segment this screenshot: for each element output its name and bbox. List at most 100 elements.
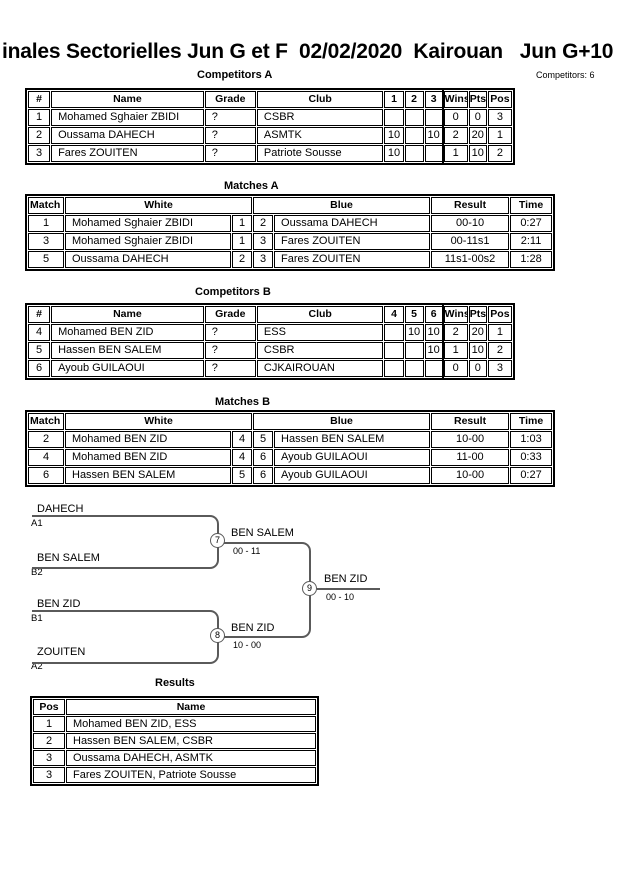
wins-cell: 2 (443, 127, 468, 144)
bracket-competitor-name: DAHECH (37, 503, 84, 515)
result-cell: 00-11s1 (431, 233, 510, 250)
score-cell (404, 127, 424, 144)
col-header: Result (431, 197, 510, 214)
bracket-match-number: 9 (302, 581, 317, 596)
matches-b-heading: Matches B (215, 396, 271, 408)
wins-cell: 1 (443, 342, 468, 359)
bracket-match-score: 00 - 10 (326, 592, 355, 602)
blue-name: Fares ZOUITEN (274, 251, 431, 268)
competitor-number: 1 (28, 109, 51, 126)
competitor-name: Hassen BEN SALEM (51, 342, 204, 359)
score-cell: 10 (424, 127, 443, 144)
col-header: Pos (487, 306, 512, 323)
time-cell: 2:11 (510, 233, 553, 250)
pos-cell: 2 (487, 342, 512, 359)
pts-cell: 20 (468, 324, 487, 341)
score-cell (404, 342, 424, 359)
blue-seed: 5 (253, 431, 274, 448)
score-cell: 10 (424, 324, 443, 341)
blue-name: Oussama DAHECH (274, 215, 431, 232)
competitor-row: 5 Hassen BEN SALEM ? CSBR 10 1 10 2 (28, 342, 512, 359)
col-header: Name (66, 699, 316, 715)
result-row: 2 Hassen BEN SALEM, CSBR (33, 733, 316, 749)
score-cell (424, 145, 443, 162)
wins-cell: 0 (443, 109, 468, 126)
competitor-club: CJKAIROUAN (256, 360, 384, 377)
wins-cell: 1 (443, 145, 468, 162)
match-number: 5 (28, 251, 64, 268)
col-header: 5 (404, 306, 424, 323)
pts-cell: 0 (468, 109, 487, 126)
competitor-row: 4 Mohamed BEN ZID ? ESS 10 10 2 20 1 (28, 324, 512, 341)
white-seed: 2 (232, 251, 253, 268)
result-cell: 11s1-00s2 (431, 251, 510, 268)
blue-seed: 3 (253, 233, 274, 250)
col-header: Pos (33, 699, 65, 715)
time-cell: 0:27 (510, 467, 553, 484)
competitor-name: Mohamed Sghaier ZBIDI (51, 109, 204, 126)
match-row: 6 Hassen BEN SALEM 5 6 Ayoub GUILAOUI 10… (28, 467, 553, 484)
col-header: 3 (424, 91, 443, 108)
competitor-name: Oussama DAHECH (51, 127, 204, 144)
pts-cell: 0 (468, 360, 487, 377)
col-header: Grade (204, 306, 256, 323)
competitor-number: 3 (28, 145, 51, 162)
blue-seed: 3 (253, 251, 274, 268)
score-cell (384, 342, 404, 359)
match-number: 3 (28, 233, 64, 250)
result-name: Fares ZOUITEN, Patriote Sousse (66, 767, 316, 783)
competitor-grade: ? (204, 360, 256, 377)
competitors-a-heading: Competitors A (197, 69, 273, 81)
time-cell: 1:28 (510, 251, 553, 268)
col-header: 4 (384, 306, 404, 323)
match-number: 6 (28, 467, 64, 484)
header-row: Match White Blue Result Time (28, 413, 553, 430)
results-heading: Results (155, 677, 195, 689)
matches-b-grid: Match White Blue Result Time 2 Mohamed B… (25, 410, 556, 487)
competitor-club: ASMTK (256, 127, 384, 144)
col-header: Grade (204, 91, 256, 108)
pos-cell: 2 (487, 145, 512, 162)
white-seed: 1 (232, 215, 253, 232)
white-seed: 5 (232, 467, 253, 484)
col-header: Pts (468, 306, 487, 323)
wins-cell: 0 (443, 360, 468, 377)
wins-cell: 2 (443, 324, 468, 341)
score-cell (384, 324, 404, 341)
white-seed: 4 (232, 449, 253, 466)
col-header: Result (431, 413, 510, 430)
score-cell (384, 109, 404, 126)
competitor-name: Ayoub GUILAOUI (51, 360, 204, 377)
match-row: 4 Mohamed BEN ZID 4 6 Ayoub GUILAOUI 11-… (28, 449, 553, 466)
col-header: 2 (404, 91, 424, 108)
score-cell (424, 360, 443, 377)
result-row: 1 Mohamed BEN ZID, ESS (33, 716, 316, 732)
match-row: 2 Mohamed BEN ZID 4 5 Hassen BEN SALEM 1… (28, 431, 553, 448)
pts-cell: 20 (468, 127, 487, 144)
competitors-b-grid: # Name Grade Club 4 5 6 Wins Pts Pos 4 M… (25, 303, 515, 380)
wins-divider-line (442, 303, 444, 380)
bracket-match-score: 00 - 11 (233, 546, 261, 556)
blue-name: Ayoub GUILAOUI (274, 467, 431, 484)
white-name: Mohamed BEN ZID (65, 431, 231, 448)
header-row: Pos Name (33, 699, 316, 715)
pos-cell: 3 (487, 109, 512, 126)
blue-name: Fares ZOUITEN (274, 233, 431, 250)
competitor-club: CSBR (256, 342, 384, 359)
col-header: White (65, 413, 253, 430)
result-cell: 00-10 (431, 215, 510, 232)
col-header: Name (51, 306, 204, 323)
bracket-competitor-name: ZOUITEN (37, 646, 86, 658)
match-row: 1 Mohamed Sghaier ZBIDI 1 2 Oussama DAHE… (28, 215, 553, 232)
pts-cell: 10 (468, 145, 487, 162)
bracket-winner-connector (217, 589, 311, 638)
time-cell: 0:27 (510, 215, 553, 232)
competitor-name: Fares ZOUITEN (51, 145, 204, 162)
result-position: 1 (33, 716, 65, 732)
score-cell (404, 109, 424, 126)
col-header: Blue (253, 197, 431, 214)
competitor-row: 3 Fares ZOUITEN ? Patriote Sousse 10 1 1… (28, 145, 512, 162)
matches-a-table: Match White Blue Result Time 1 Mohamed S… (25, 194, 556, 271)
header-row: # Name Grade Club 1 2 3 Wins Pts Pos (28, 91, 512, 108)
matches-b-table: Match White Blue Result Time 2 Mohamed B… (25, 410, 556, 487)
